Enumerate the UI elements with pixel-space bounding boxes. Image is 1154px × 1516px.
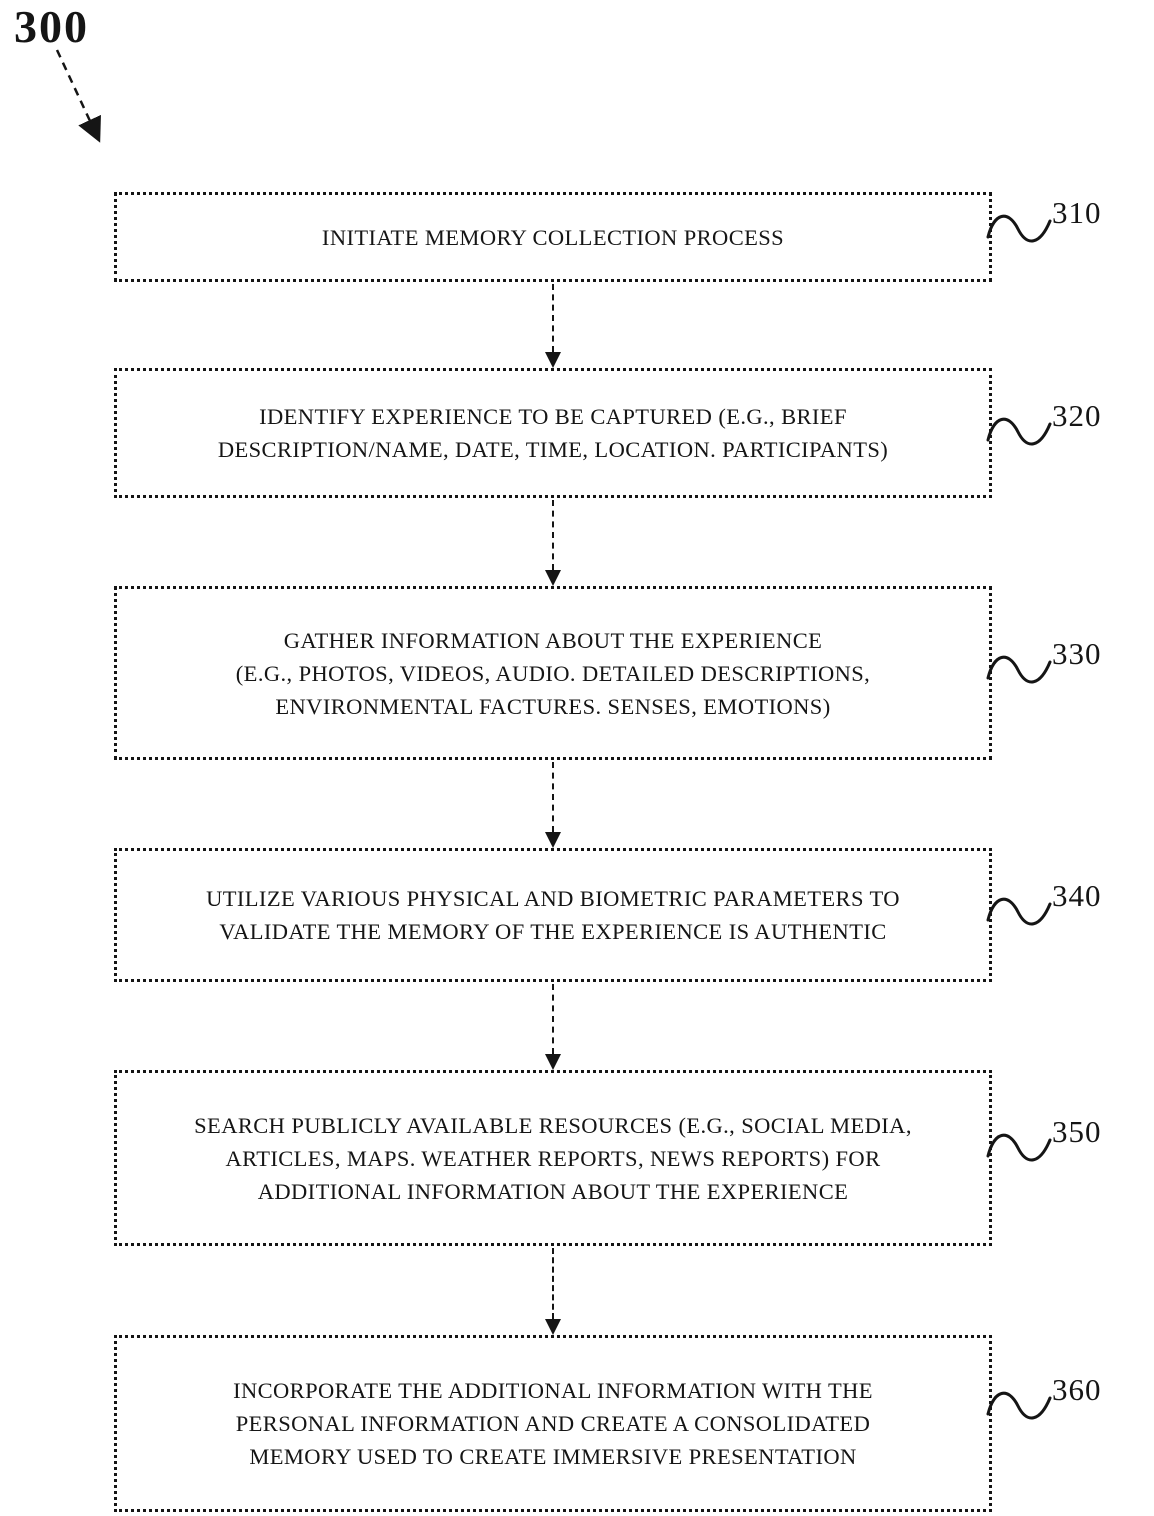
step-box-350: SEARCH PUBLICLY AVAILABLE RESOURCES (E.G… (114, 1070, 992, 1246)
step-text-line: INCORPORATE THE ADDITIONAL INFORMATION W… (233, 1378, 873, 1403)
figure-number-label: 300 (14, 1, 89, 52)
step-text-line: SEARCH PUBLICLY AVAILABLE RESOURCES (E.G… (194, 1112, 912, 1138)
step-text-line: UTILIZE VARIOUS PHYSICAL AND BIOMETRIC P… (206, 886, 900, 911)
step-text-line: GATHER INFORMATION ABOUT THE EXPERIENCE (283, 627, 823, 653)
step-text-line: ADDITIONAL INFORMATION ABOUT THE EXPERIE… (257, 1178, 849, 1204)
ref-callout-360: 360 (986, 1372, 1154, 1434)
step-text-line: IDENTIFY EXPERIENCE TO BE CAPTURED (E.G.… (259, 404, 847, 429)
step-text-line: VALIDATE THE MEMORY OF THE EXPERIENCE IS… (219, 919, 887, 944)
ref-number-label: 360 (1052, 1372, 1102, 1407)
ref-callout-340: 340 (986, 878, 1154, 940)
ref-callout-330: 330 (986, 636, 1154, 698)
step-box-360: INCORPORATE THE ADDITIONAL INFORMATION W… (114, 1335, 992, 1512)
step-text-line: INITIATE MEMORY COLLECTION PROCESS (321, 224, 785, 250)
step-text-line: ARTICLES, MAPS. WEATHER REPORTS, NEWS RE… (225, 1145, 881, 1171)
squiggle-lead-line-icon (986, 897, 1052, 926)
step-box-310: INITIATE MEMORY COLLECTION PROCESS (114, 192, 992, 282)
flow-arrow-down-icon (545, 284, 561, 368)
ref-number-label: 340 (1052, 878, 1102, 913)
step-box-320: IDENTIFY EXPERIENCE TO BE CAPTURED (E.G.… (114, 368, 992, 498)
ref-callout-350: 350 (986, 1114, 1154, 1176)
step-text-line: ENVIRONMENTAL FACTURES. SENSES, EMOTIONS… (275, 693, 831, 719)
ref-number-label: 330 (1052, 636, 1102, 671)
ref-callout-310: 310 (986, 195, 1154, 257)
step-box-340: UTILIZE VARIOUS PHYSICAL AND BIOMETRIC P… (114, 848, 992, 982)
step-text-line: MEMORY USED TO CREATE IMMERSIVE PRESENTA… (249, 1444, 857, 1469)
dashed-leader-arrow-icon (55, 49, 101, 143)
squiggle-lead-line-icon (986, 1391, 1052, 1420)
ref-callout-320: 320 (986, 398, 1154, 460)
flow-arrow-down-icon (545, 762, 561, 848)
step-text-line: PERSONAL INFORMATION AND CREATE A CONSOL… (235, 1411, 871, 1436)
flow-arrow-down-icon (545, 500, 561, 586)
ref-number-label: 320 (1052, 398, 1102, 433)
squiggle-lead-line-icon (986, 1133, 1052, 1162)
step-text-line: DESCRIPTION/NAME, DATE, TIME, LOCATION. … (217, 437, 889, 462)
squiggle-lead-line-icon (986, 214, 1052, 243)
step-text-line: (E.G., PHOTOS, VIDEOS, AUDIO. DETAILED D… (235, 660, 871, 686)
flow-arrow-down-icon (545, 984, 561, 1070)
squiggle-lead-line-icon (986, 655, 1052, 684)
flow-arrow-down-icon (545, 1248, 561, 1335)
step-box-330: GATHER INFORMATION ABOUT THE EXPERIENCE … (114, 586, 992, 760)
squiggle-lead-line-icon (986, 417, 1052, 446)
ref-number-label: 310 (1052, 195, 1102, 230)
ref-number-label: 350 (1052, 1114, 1102, 1149)
